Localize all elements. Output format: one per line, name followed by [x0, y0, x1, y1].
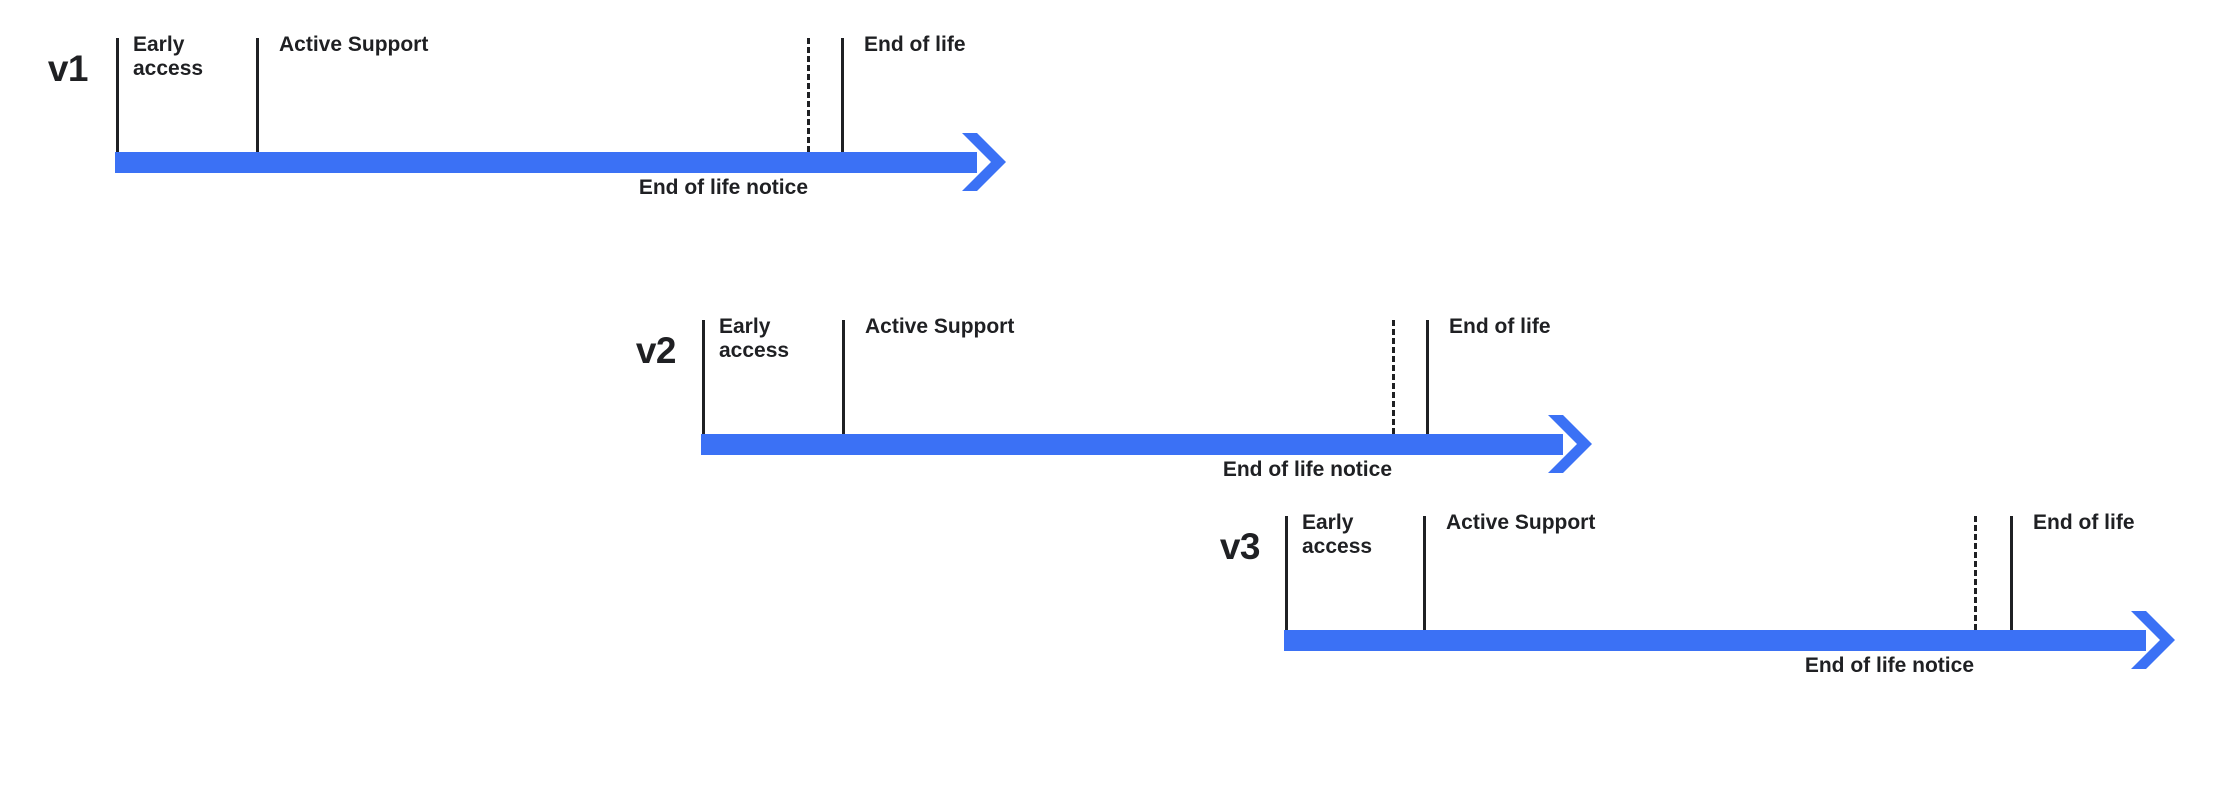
- lifecycle-arrow-shaft-v1: [115, 152, 977, 173]
- lifecycle-arrow-head-v2: [1541, 413, 1603, 475]
- phase-divider-end-of-life-v3: [2010, 516, 2013, 630]
- lifecycle-arrow-head-v3: [2124, 609, 2186, 671]
- end-of-life-notice-label-v2: End of life notice: [1222, 458, 1392, 481]
- phase-label-active-support-v2: Active Support: [865, 315, 1015, 338]
- lifecycle-arrow-shaft-v3: [1284, 630, 2146, 651]
- phase-label-active-support-v1: Active Support: [279, 33, 429, 56]
- phase-label-end-of-life-v2: End of life: [1449, 315, 1551, 338]
- phase-label-early-access-v3: Early access: [1302, 511, 1373, 558]
- version-label-v2: v2: [635, 330, 677, 371]
- phase-divider-start-v1: [116, 38, 119, 152]
- phase-divider-active-support-v1: [256, 38, 259, 152]
- end-of-life-notice-marker-v3: [1974, 516, 1977, 630]
- timeline-row-v1: v1 Early access Active Support End of li…: [0, 0, 1100, 230]
- phase-divider-start-v2: [702, 320, 705, 434]
- end-of-life-notice-label-v3: End of life notice: [1804, 654, 1974, 677]
- lifecycle-arrow-head-v1: [955, 131, 1017, 193]
- phase-divider-active-support-v3: [1423, 516, 1426, 630]
- phase-divider-start-v3: [1285, 516, 1288, 630]
- end-of-life-notice-label-v1: End of life notice: [638, 176, 808, 199]
- timeline-row-v3: v3 Early access Active Support End of li…: [1172, 478, 2228, 708]
- end-of-life-notice-marker-v1: [807, 38, 810, 152]
- phase-label-end-of-life-v3: End of life: [2033, 511, 2135, 534]
- phase-label-early-access-v1: Early access: [133, 33, 204, 80]
- phase-label-active-support-v3: Active Support: [1446, 511, 1596, 534]
- version-label-v3: v3: [1219, 526, 1261, 567]
- timeline-row-v2: v2 Early access Active Support End of li…: [588, 282, 1688, 512]
- phase-label-end-of-life-v1: End of life: [864, 33, 966, 56]
- phase-divider-active-support-v2: [842, 320, 845, 434]
- phase-label-early-access-v2: Early access: [719, 315, 790, 362]
- phase-divider-end-of-life-v2: [1426, 320, 1429, 434]
- phase-divider-end-of-life-v1: [841, 38, 844, 152]
- lifecycle-arrow-shaft-v2: [701, 434, 1563, 455]
- version-label-v1: v1: [47, 48, 89, 89]
- end-of-life-notice-marker-v2: [1392, 320, 1395, 434]
